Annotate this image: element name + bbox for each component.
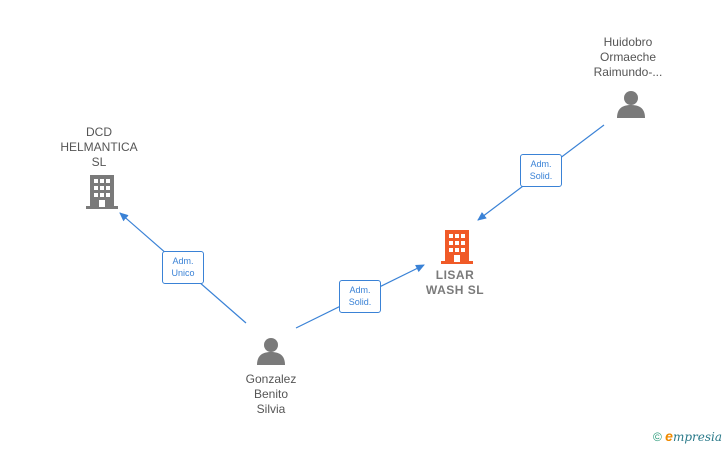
brand-logo-initial: e: [665, 428, 673, 444]
person-icon[interactable]: [616, 90, 646, 118]
copyright-icon: ©: [652, 430, 662, 444]
edge-label-adm-unico: Adm. Unico: [162, 251, 204, 284]
brand-watermark: © empresia: [653, 428, 722, 444]
edge-label-adm-solid-huidobro: Adm. Solid.: [520, 154, 562, 187]
edge-label-adm-solid-gonzalez: Adm. Solid.: [339, 280, 381, 313]
building-icon[interactable]: [441, 230, 473, 264]
node-label-dcd-helmantica: DCD HELMANTICA SL: [60, 125, 138, 169]
node-label-gonzalez: Gonzalez Benito Silvia: [245, 372, 297, 416]
person-icon[interactable]: [256, 337, 286, 365]
brand-name: mpresia: [672, 430, 722, 444]
node-label-huidobro: Huidobro Ormaeche Raimundo-...: [593, 35, 663, 79]
node-label-lisar-wash: LISAR WASH SL: [425, 268, 485, 297]
building-icon[interactable]: [86, 175, 118, 209]
